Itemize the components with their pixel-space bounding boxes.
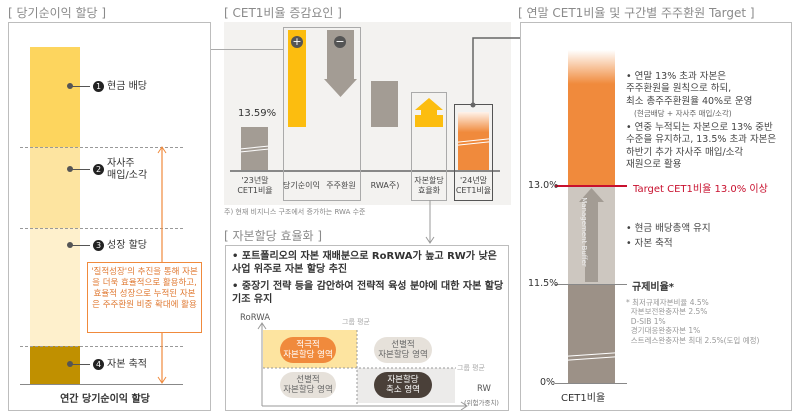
alloc-bullet-1: • 포트폴리오의 자본 재배분으로 RoRWA가 높고 RW가 낮은 사업 위주… — [232, 251, 497, 275]
label-net-income: 당기순이익 — [283, 181, 320, 190]
note-box: '질적성장'의 추진을 통해 자본을 더욱 효율적으로 활용하고, 효율적 성장… — [87, 262, 202, 333]
upper-bullet-2: • 연중 누적되는 자본으로 13% 중반 수준을 유지하고, 13.5% 초과… — [626, 122, 777, 171]
cet1-label: CET1비율 — [561, 393, 606, 404]
x-axis-label: RW — [477, 384, 491, 394]
reg-title: 규제비율* — [632, 282, 675, 293]
bar-shareholder-return: − — [327, 30, 354, 80]
right-title: [ 연말 CET1비율 및 구간별 주주환원 Target ] — [518, 6, 755, 20]
quadrant-selective-lower: 선별적 자본할당 영역 — [280, 372, 336, 398]
segment-buyback — [30, 147, 80, 228]
bar-24 — [458, 112, 489, 170]
bar-23 — [241, 127, 268, 170]
segment-dividend — [30, 47, 80, 147]
upper-sub: (현금배당 + 자사주 매입/소각) — [634, 109, 732, 118]
quadrant-reduce: 자본할당 축소 영역 — [374, 372, 432, 398]
bar-rwa — [371, 81, 398, 127]
label-return: 주주환원 — [326, 181, 356, 190]
start-value: 13.59% — [238, 108, 277, 119]
label-24: '24년말 CET1비율 — [455, 176, 492, 195]
y-axis-label: RoRWA — [240, 313, 271, 323]
mid-bullet-1: • 현금 배당총액 유지 — [626, 223, 711, 234]
left-footer: 연간 당기순이익 할당 — [60, 394, 150, 405]
segment-growth — [30, 228, 80, 346]
label-23: '23년말 CET1비율 — [237, 176, 273, 195]
label-rwa: RWA주) — [370, 181, 400, 190]
alloc-bullet-2: • 중장기 전략 등을 감안하여 전략적 육성 분야에 대한 자본 할당 기조 … — [232, 281, 504, 305]
bar-net-income: + — [288, 30, 306, 127]
avg-label-h: 그룹 평균 — [457, 364, 485, 372]
left-title: [ 당기순이익 할당 ] — [8, 6, 107, 20]
down-arrow-icon — [324, 79, 357, 97]
buffer-label: Management Buffer — [580, 197, 588, 267]
cet1-bar-upper — [568, 50, 615, 186]
tick-0: 0% — [540, 377, 556, 388]
buffer-arrow-icon — [579, 188, 604, 282]
quadrant-axes — [257, 322, 468, 410]
up-arrow-icon — [415, 98, 443, 127]
footnote: 주) 현재 비지니스 구조에서 증가하는 RWA 수준 — [224, 208, 366, 216]
upper-bullet-1: • 연말 13% 초과 자본은 주주환원을 원칙으로 하되, 최소 총주주환원율… — [626, 71, 753, 107]
alloc-title: [ 자본할당 효율화 ] — [224, 229, 323, 243]
x-axis-sub: (위험가중치) — [464, 399, 499, 407]
quadrant-active: 적극적 자본할당 영역 — [280, 337, 336, 363]
tick-13: 13.0% — [528, 180, 559, 191]
mid-title: [ CET1비율 증감요인 ] — [224, 6, 342, 20]
avg-label-v: 그룹 평균 — [342, 318, 370, 326]
target-line — [555, 185, 627, 187]
quadrant-selective-upper: 선별적 자본할당 영역 — [374, 337, 432, 363]
minus-icon: − — [334, 35, 346, 48]
left-panel — [8, 22, 211, 411]
label-alloc: 자본할당 효율화 — [414, 176, 444, 195]
reg-lines: * 최저규제자본비율 4.5% 자본보전완충자본 2.5% D-SIB 1% 경… — [626, 298, 760, 345]
regulatory-zone — [568, 284, 615, 383]
target-label: Target CET1비율 13.0% 이상 — [633, 184, 768, 195]
tick-11-5: 11.5% — [528, 278, 559, 289]
mid-bullet-2: • 자본 축적 — [626, 238, 673, 249]
plus-icon: + — [291, 35, 303, 48]
